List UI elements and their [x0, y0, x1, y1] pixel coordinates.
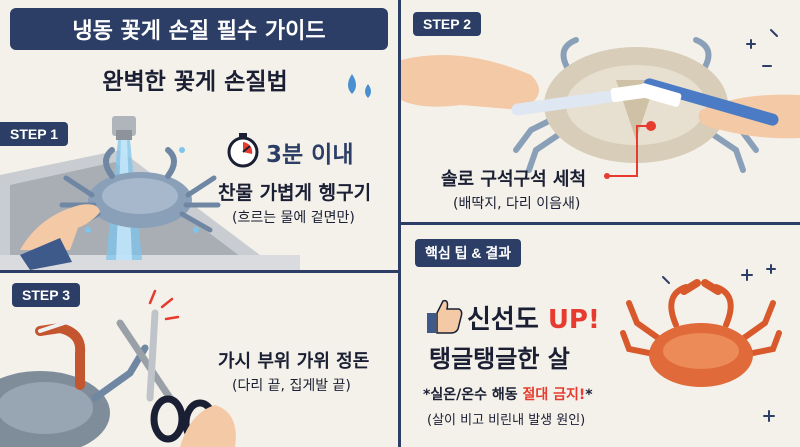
tips-tag: 핵심 팁 & 결과 [415, 239, 522, 267]
tips-warning-prefix: *실온/온수 해동 [423, 387, 523, 403]
water-drop-icon [348, 74, 371, 98]
sink-illustration [0, 116, 300, 270]
step1-main-text: 찬물 가볍게 헹구기 [218, 182, 372, 204]
tips-line1-prefix: 신선도 [467, 305, 548, 335]
step3-note: (다리 끝, 집게발 끝) [232, 378, 351, 394]
left-horizontal-divider [0, 270, 398, 273]
tips-line1: 신선도 UP! [467, 299, 600, 336]
tips-panel: 핵심 팁 & 결과 신선도 UP! 탱글탱글한 살 *실온/온수 해동 절대 금… [401, 225, 800, 447]
scissors-crab-illustration [0, 289, 236, 447]
tips-warning: *실온/온수 해동 절대 금지!* [423, 384, 593, 404]
step2-note: (배딱지, 다리 이음새) [453, 196, 581, 212]
cooked-crab-illustration [620, 264, 782, 422]
tips-warning-highlight: 절대 금지! [522, 387, 586, 403]
vertical-divider [398, 0, 401, 447]
tips-line1-highlight: UP! [547, 305, 600, 335]
step3-panel: STEP 3 가시 부위 가위 정돈 (다리 끝, 집게발 끝) [0, 273, 398, 447]
stopwatch-icon [227, 133, 259, 168]
step2-main-text: 솔로 구석구석 세척 [441, 169, 587, 190]
step2-tag: STEP 2 [413, 12, 481, 36]
step1-time: 3분 이내 [266, 142, 354, 168]
page-title: 냉동 꽃게 손질 필수 가이드 [10, 8, 388, 50]
tips-line2: 탱글탱글한 살 [429, 345, 570, 373]
step3-main-text: 가시 부위 가위 정돈 [218, 351, 370, 372]
tips-warning-note: (살이 비고 비린내 발생 원인) [427, 413, 586, 428]
page-subtitle: 완벽한 꽃게 손질법 [102, 69, 288, 95]
step1-tag: STEP 1 [0, 122, 68, 146]
step1-panel: 냉동 꽃게 손질 필수 가이드 완벽한 꽃게 손질법 STEP 1 3분 이내 … [0, 0, 398, 270]
step3-tag: STEP 3 [12, 283, 80, 307]
right-horizontal-divider [401, 222, 800, 225]
step2-panel: STEP 2 솔로 구석구석 세척 (배딱지, 다리 이음새) [401, 0, 800, 222]
thumbs-up-icon [427, 299, 463, 334]
step1-note: (흐르는 물에 겉면만) [232, 210, 355, 226]
brushing-crab-illustration [401, 29, 800, 179]
tips-warning-suffix: * [585, 387, 593, 403]
